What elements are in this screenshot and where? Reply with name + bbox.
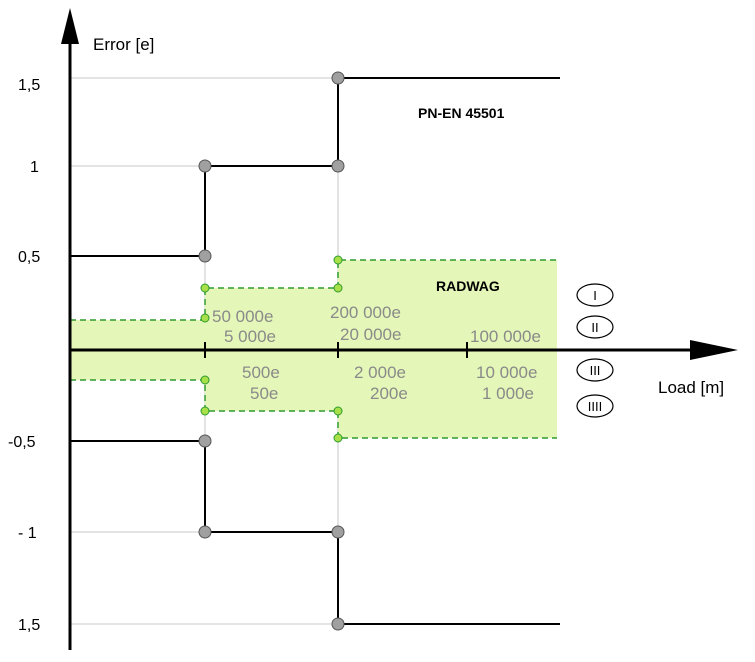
y-tick-label: - 1 xyxy=(18,525,37,542)
zone-points xyxy=(200,255,343,443)
standard-label: PN-EN 45501 xyxy=(418,105,505,121)
x-axis-title: Load [m] xyxy=(658,378,724,397)
step-point xyxy=(331,525,345,539)
step-point xyxy=(198,249,212,263)
class-label: III xyxy=(590,363,601,378)
zone-point xyxy=(200,283,210,293)
class-badge xyxy=(576,315,614,339)
step-point xyxy=(198,525,212,539)
limit-label: 50 000e xyxy=(212,307,273,326)
y-tick-label: -0,5 xyxy=(8,434,36,451)
lower-limit-curve xyxy=(70,440,560,625)
class-label: II xyxy=(591,320,598,335)
axes xyxy=(61,8,738,650)
zone-point xyxy=(333,433,343,443)
step-point xyxy=(331,159,345,173)
y-axis-arrow xyxy=(61,8,79,44)
limit-label: 100 000e xyxy=(470,327,541,346)
y-axis-title: Error [e] xyxy=(93,35,154,54)
zone-point xyxy=(200,406,210,416)
step-point xyxy=(331,617,345,631)
x-axis-arrow xyxy=(690,340,738,360)
class-label: I xyxy=(593,288,597,303)
y-tick-label: 1,5 xyxy=(18,617,40,634)
step-point xyxy=(198,159,212,173)
limit-label: 50e xyxy=(250,384,278,403)
zone-point xyxy=(333,283,343,293)
zone-point xyxy=(333,255,343,265)
y-tick-label: 1 xyxy=(30,159,39,176)
class-badge xyxy=(576,283,614,307)
limit-label: 1 000e xyxy=(482,384,534,403)
class-badge xyxy=(576,358,614,382)
upper-limit-curve xyxy=(70,77,560,257)
class-badge xyxy=(576,394,614,418)
limit-label: 200e xyxy=(370,384,408,403)
limit-label: 200 000e xyxy=(330,303,401,322)
radwag-lower-boundary xyxy=(70,379,557,439)
radwag-upper-boundary xyxy=(70,259,557,321)
y-tick-label: 0,5 xyxy=(18,249,40,266)
zone-point xyxy=(200,375,210,385)
y-tick-label: 1,5 xyxy=(18,77,40,94)
limit-label: 10 000e xyxy=(476,363,537,382)
step-point xyxy=(331,71,345,85)
limit-label: 5 000e xyxy=(224,327,276,346)
step-point xyxy=(198,434,212,448)
limit-label: 20 000e xyxy=(340,325,401,344)
limit-label: 500e xyxy=(242,363,280,382)
zone-point xyxy=(200,313,210,323)
class-label: IIII xyxy=(588,399,602,414)
zone-point xyxy=(333,406,343,416)
limit-label: 2 000e xyxy=(354,363,406,382)
manufacturer-label: RADWAG xyxy=(436,278,500,294)
step-points xyxy=(198,71,345,631)
accuracy-class-badges: I II III IIII xyxy=(576,283,614,418)
pn-en-limits xyxy=(70,77,560,625)
